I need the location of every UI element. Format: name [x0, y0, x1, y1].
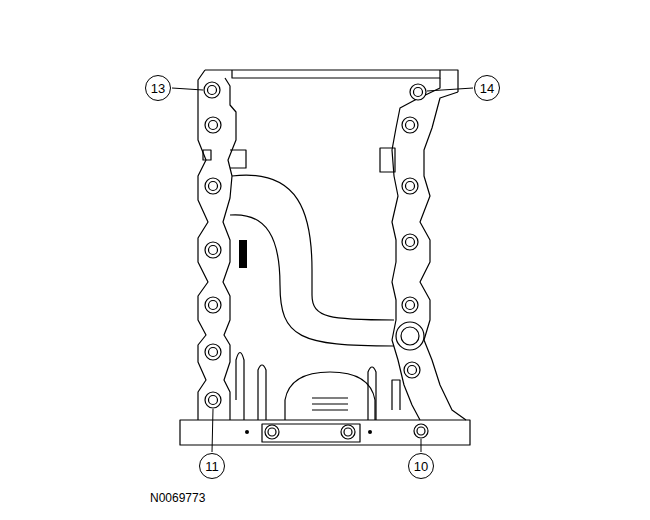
rib: [258, 365, 266, 420]
right-flange: [420, 92, 466, 420]
bolt: [410, 84, 426, 100]
callout-number: 11: [205, 459, 219, 474]
bolt: [341, 425, 355, 439]
leader-line: [421, 439, 422, 452]
bolt: [404, 362, 420, 378]
right-flange-inner: [392, 78, 440, 420]
bottom-flange: [180, 420, 470, 445]
rib: [236, 353, 244, 421]
channel-lower: [230, 215, 394, 346]
bottom-pad: [262, 424, 360, 442]
figure-code: N0069773: [150, 491, 205, 505]
callout-circle: 11: [199, 453, 225, 479]
callout-circle: 10: [408, 453, 434, 479]
bolt: [402, 234, 418, 250]
bolt: [204, 82, 220, 98]
center-arch: [285, 372, 375, 420]
callout-number: 13: [151, 81, 165, 96]
dowel: [245, 430, 249, 434]
cast-marking: [239, 240, 247, 268]
callout-number: 14: [480, 81, 494, 96]
bolts: [204, 82, 428, 439]
bolt: [205, 242, 221, 258]
bolt: [205, 392, 221, 408]
bolt: [205, 178, 221, 194]
bolt: [205, 344, 221, 360]
bolt: [402, 297, 418, 313]
callout-circle: 13: [145, 75, 171, 101]
bolt: [205, 117, 221, 133]
bolt: [402, 178, 418, 194]
oil-pan-body: [180, 70, 470, 445]
bolt: [414, 424, 428, 438]
rib: [392, 380, 400, 410]
callout-number: 10: [414, 459, 428, 474]
leader-line: [172, 88, 203, 90]
dowel: [368, 430, 372, 434]
bolt: [205, 297, 221, 313]
drain-boss: [396, 322, 424, 350]
bolt: [265, 425, 279, 439]
small-fitting: [203, 150, 211, 160]
callout-circle: 14: [474, 75, 500, 101]
leader-lines: [172, 88, 473, 452]
arch-lines: [312, 398, 348, 410]
left-flange-inner: [223, 78, 236, 420]
leader-line: [427, 88, 473, 91]
leader-line: [212, 409, 213, 452]
channel-upper: [232, 175, 394, 320]
bolt: [402, 117, 418, 133]
side-bracket: [380, 148, 395, 172]
top-rail-inner: [232, 70, 440, 78]
sensor-boss: [230, 150, 246, 168]
